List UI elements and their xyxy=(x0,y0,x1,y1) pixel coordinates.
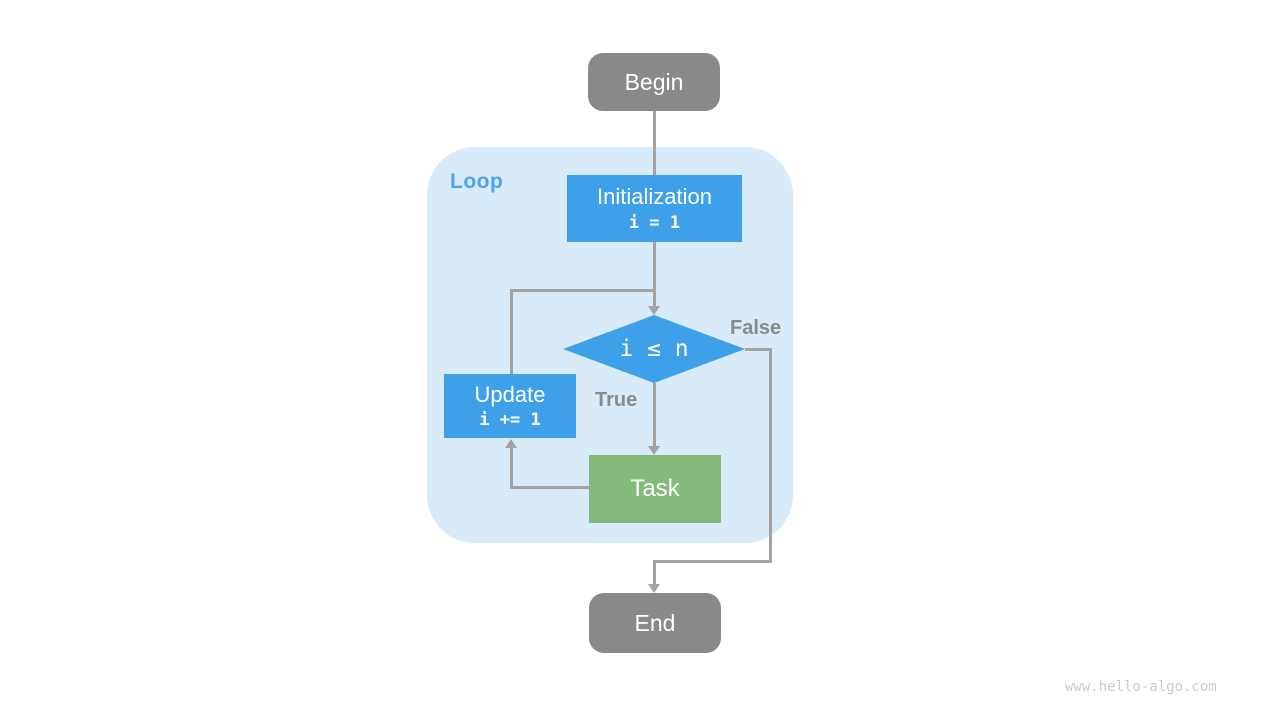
arrow-up-into-update-icon xyxy=(505,439,517,448)
loop-label: Loop xyxy=(450,170,504,193)
watermark: www.hello-algo.com xyxy=(1065,679,1217,695)
task-node: Task xyxy=(589,455,721,523)
edge-update-merge-segment xyxy=(510,289,656,292)
edge-false-down-segment xyxy=(769,348,772,563)
edge-false-left-segment xyxy=(653,560,772,563)
end-node-label: End xyxy=(634,609,676,636)
arrow-down-into-condition-icon xyxy=(648,306,660,315)
edge-false-into-end-segment xyxy=(653,560,656,585)
true-branch-label: True xyxy=(595,389,638,411)
edge-begin-to-init xyxy=(653,111,656,175)
arrow-down-into-task-icon xyxy=(648,446,660,455)
edge-task-up-segment xyxy=(510,448,513,489)
initialization-node: Initialization i = 1 xyxy=(567,175,742,242)
initialization-node-title: Initialization xyxy=(597,184,712,210)
update-node-code: i += 1 xyxy=(479,410,541,431)
condition-node-label: i ≤ n xyxy=(619,336,689,362)
end-node: End xyxy=(589,593,721,653)
edge-condition-to-task xyxy=(653,383,656,447)
begin-node: Begin xyxy=(588,53,720,111)
edge-task-left-segment xyxy=(510,486,590,489)
false-branch-label: False xyxy=(730,317,782,339)
arrow-down-into-end-icon xyxy=(648,584,660,593)
update-node-title: Update xyxy=(474,381,546,407)
edge-update-up-segment xyxy=(510,289,513,374)
task-node-label: Task xyxy=(630,475,680,502)
update-node: Update i += 1 xyxy=(444,374,576,438)
edge-init-to-condition xyxy=(653,242,656,307)
begin-node-label: Begin xyxy=(624,68,684,95)
edge-false-right-segment xyxy=(745,348,772,351)
initialization-node-code: i = 1 xyxy=(628,212,681,233)
